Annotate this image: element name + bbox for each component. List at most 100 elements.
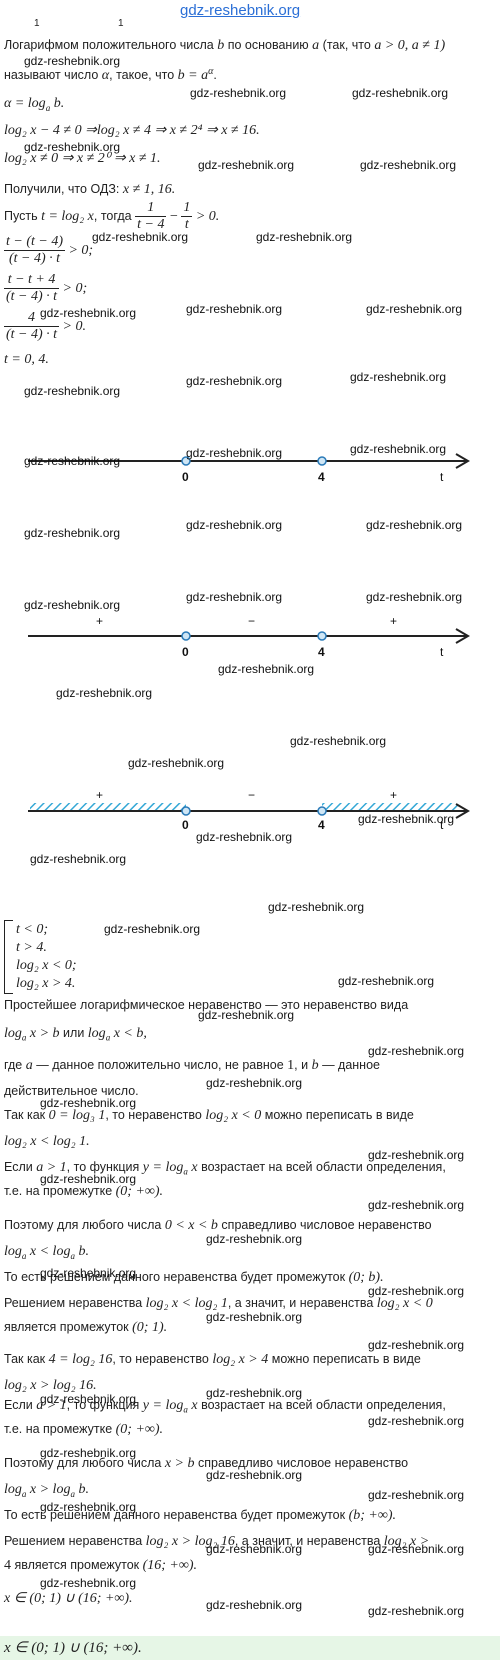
watermark-text: gdz-reshebnik.org bbox=[368, 1044, 465, 1058]
sign-plus: + bbox=[96, 788, 104, 802]
theory-line: т.е. на промежутке (0; +∞). bbox=[4, 1422, 164, 1437]
theory-line: Если a > 1, то функция y = loga x возрас… bbox=[4, 1398, 446, 1415]
watermark-text: gdz-reshebnik.org bbox=[206, 1598, 303, 1612]
watermark-text: gdz-reshebnik.org bbox=[196, 830, 293, 844]
answer-highlight bbox=[0, 1636, 500, 1660]
watermark-text: gdz-reshebnik.org bbox=[368, 1198, 465, 1212]
axis-label-0: 0 bbox=[182, 470, 189, 484]
theory-line: Простейшее логарифмическое неравенство —… bbox=[4, 998, 409, 1012]
watermark-text: gdz-reshebnik.org bbox=[358, 812, 455, 826]
watermark-text: gdz-reshebnik.org bbox=[128, 756, 225, 770]
point-zero bbox=[181, 806, 191, 816]
step-1: t − (t − 4)(t − 4) · t > 0; bbox=[4, 234, 94, 266]
theory-line: loga x > loga b. bbox=[4, 1482, 89, 1499]
odz-line: Получили, что ОДЗ: x ≠ 1, 16. bbox=[4, 182, 176, 197]
watermark-text: gdz-reshebnik.org bbox=[104, 922, 201, 936]
watermark-text: gdz-reshebnik.org bbox=[92, 230, 189, 244]
axis-label-0: 0 bbox=[182, 818, 189, 832]
watermark-text: gdz-reshebnik.org bbox=[56, 686, 153, 700]
hatch-left bbox=[30, 803, 186, 811]
watermark-text: gdz-reshebnik.org bbox=[206, 1542, 303, 1556]
axis-var: t bbox=[440, 818, 444, 832]
axis-label-4: 4 bbox=[318, 645, 325, 659]
axis-label-4: 4 bbox=[318, 470, 325, 484]
watermark-text: gdz-reshebnik.org bbox=[40, 1172, 137, 1186]
watermark-text: gdz-reshebnik.org bbox=[190, 86, 287, 100]
watermark-text: gdz-reshebnik.org bbox=[366, 590, 463, 604]
watermark-text: gdz-reshebnik.org bbox=[256, 230, 353, 244]
watermark-text: gdz-reshebnik.org bbox=[268, 900, 365, 914]
theory-line: т.е. на промежутке (0; +∞). bbox=[4, 1184, 164, 1199]
watermark-text: gdz-reshebnik.org bbox=[206, 1076, 303, 1090]
theory-line: loga x < loga b. bbox=[4, 1244, 89, 1261]
watermark-text: gdz-reshebnik.org bbox=[24, 526, 121, 540]
solution-line: x ∈ (0; 1) ∪ (16; +∞). bbox=[4, 1591, 133, 1606]
watermark-top-link[interactable]: gdz-reshebnik.org bbox=[180, 2, 301, 19]
watermark-text: gdz-reshebnik.org bbox=[368, 1488, 465, 1502]
watermark-text: gdz-reshebnik.org bbox=[186, 518, 283, 532]
watermark-text: gdz-reshebnik.org bbox=[350, 442, 447, 456]
watermark-text: gdz-reshebnik.org bbox=[198, 158, 295, 172]
number-line-2 bbox=[28, 628, 470, 644]
watermark-text: gdz-reshebnik.org bbox=[218, 662, 315, 676]
equation-dz-1: log₂ x − 4 ≠ 0 ⇒log₂ x ≠ 4 ⇒ x ≠ 2⁴ ⇒ x … bbox=[4, 123, 260, 138]
theory-line: 4 является промежуток (16; +∞). bbox=[4, 1558, 198, 1573]
point-four bbox=[317, 631, 327, 641]
watermark-text: gdz-reshebnik.org bbox=[186, 446, 283, 460]
watermark-text: gdz-reshebnik.org bbox=[40, 306, 137, 320]
theory-line: Так как 4 = log₂ 16, то неравенство log₂… bbox=[4, 1352, 421, 1367]
watermark-text: gdz-reshebnik.org bbox=[368, 1148, 465, 1162]
tick-label: 1 bbox=[34, 18, 40, 29]
watermark-text: gdz-reshebnik.org bbox=[368, 1542, 465, 1556]
theory-line: Поэтому для любого числа x > b справедли… bbox=[4, 1456, 409, 1471]
watermark-text: gdz-reshebnik.org bbox=[360, 158, 457, 172]
watermark-text: gdz-reshebnik.org bbox=[40, 1500, 137, 1514]
watermark-text: gdz-reshebnik.org bbox=[40, 1446, 137, 1460]
watermark-text: gdz-reshebnik.org bbox=[366, 302, 463, 316]
watermark-text: gdz-reshebnik.org bbox=[206, 1310, 303, 1324]
theory-line: То есть решением данного неравенства буд… bbox=[4, 1508, 397, 1523]
watermark-text: gdz-reshebnik.org bbox=[368, 1604, 465, 1618]
watermark-text: gdz-reshebnik.org bbox=[24, 454, 121, 468]
watermark-text: gdz-reshebnik.org bbox=[368, 1338, 465, 1352]
sign-plus: + bbox=[96, 614, 104, 628]
final-answer: x ∈ (0; 1) ∪ (16; +∞). bbox=[4, 1640, 142, 1656]
axis-label-4: 4 bbox=[318, 818, 325, 832]
theory-line: Если a > 1, то функция y = loga x возрас… bbox=[4, 1160, 446, 1177]
watermark-text: gdz-reshebnik.org bbox=[40, 1576, 137, 1590]
definition-line-2: называют число α, такое, что b = aα. bbox=[4, 66, 217, 84]
theory-line: является промежуток (0; 1). bbox=[4, 1320, 168, 1335]
watermark-text: gdz-reshebnik.org bbox=[24, 140, 121, 154]
number-line-1 bbox=[28, 453, 470, 469]
watermark-text: gdz-reshebnik.org bbox=[40, 1096, 137, 1110]
sign-minus: − bbox=[248, 788, 256, 802]
watermark-text: gdz-reshebnik.org bbox=[24, 54, 121, 68]
watermark-text: gdz-reshebnik.org bbox=[186, 374, 283, 388]
theory-line: Так как 0 = log₃ 1, то неравенство log₂ … bbox=[4, 1108, 414, 1123]
sign-minus: − bbox=[248, 614, 256, 628]
watermark-text: gdz-reshebnik.org bbox=[24, 598, 121, 612]
equation-dz-2: log₂ x ≠ 0 ⇒ x ≠ 2⁰ ⇒ x ≠ 1. bbox=[4, 151, 161, 166]
theory-line: Решением неравенства log₂ x < log₂ 1, а … bbox=[4, 1296, 433, 1311]
watermark-text: gdz-reshebnik.org bbox=[206, 1232, 303, 1246]
point-zero bbox=[181, 456, 191, 466]
point-zero bbox=[181, 631, 191, 641]
watermark-text: gdz-reshebnik.org bbox=[368, 1414, 465, 1428]
point-four bbox=[317, 456, 327, 466]
watermark-text: gdz-reshebnik.org bbox=[350, 370, 447, 384]
watermark-text: gdz-reshebnik.org bbox=[368, 1284, 465, 1298]
watermark-text: gdz-reshebnik.org bbox=[198, 1008, 295, 1022]
watermark-text: gdz-reshebnik.org bbox=[24, 384, 121, 398]
sign-plus: + bbox=[390, 614, 398, 628]
theory-line: loga x > b или loga x < b, bbox=[4, 1026, 147, 1043]
watermark-text: gdz-reshebnik.org bbox=[352, 86, 449, 100]
watermark-text: gdz-reshebnik.org bbox=[366, 518, 463, 532]
theory-line: То есть решением данного неравенства буд… bbox=[4, 1270, 384, 1285]
number-line-3 bbox=[28, 803, 470, 819]
step-3: 4(t − 4) · t > 0. bbox=[4, 310, 86, 342]
theory-line: log₂ x > log₂ 16. bbox=[4, 1378, 97, 1393]
watermark-text: gdz-reshebnik.org bbox=[186, 302, 283, 316]
theory-line: log₂ x < log₂ 1. bbox=[4, 1134, 90, 1149]
theory-line: действительное число. bbox=[4, 1084, 139, 1098]
